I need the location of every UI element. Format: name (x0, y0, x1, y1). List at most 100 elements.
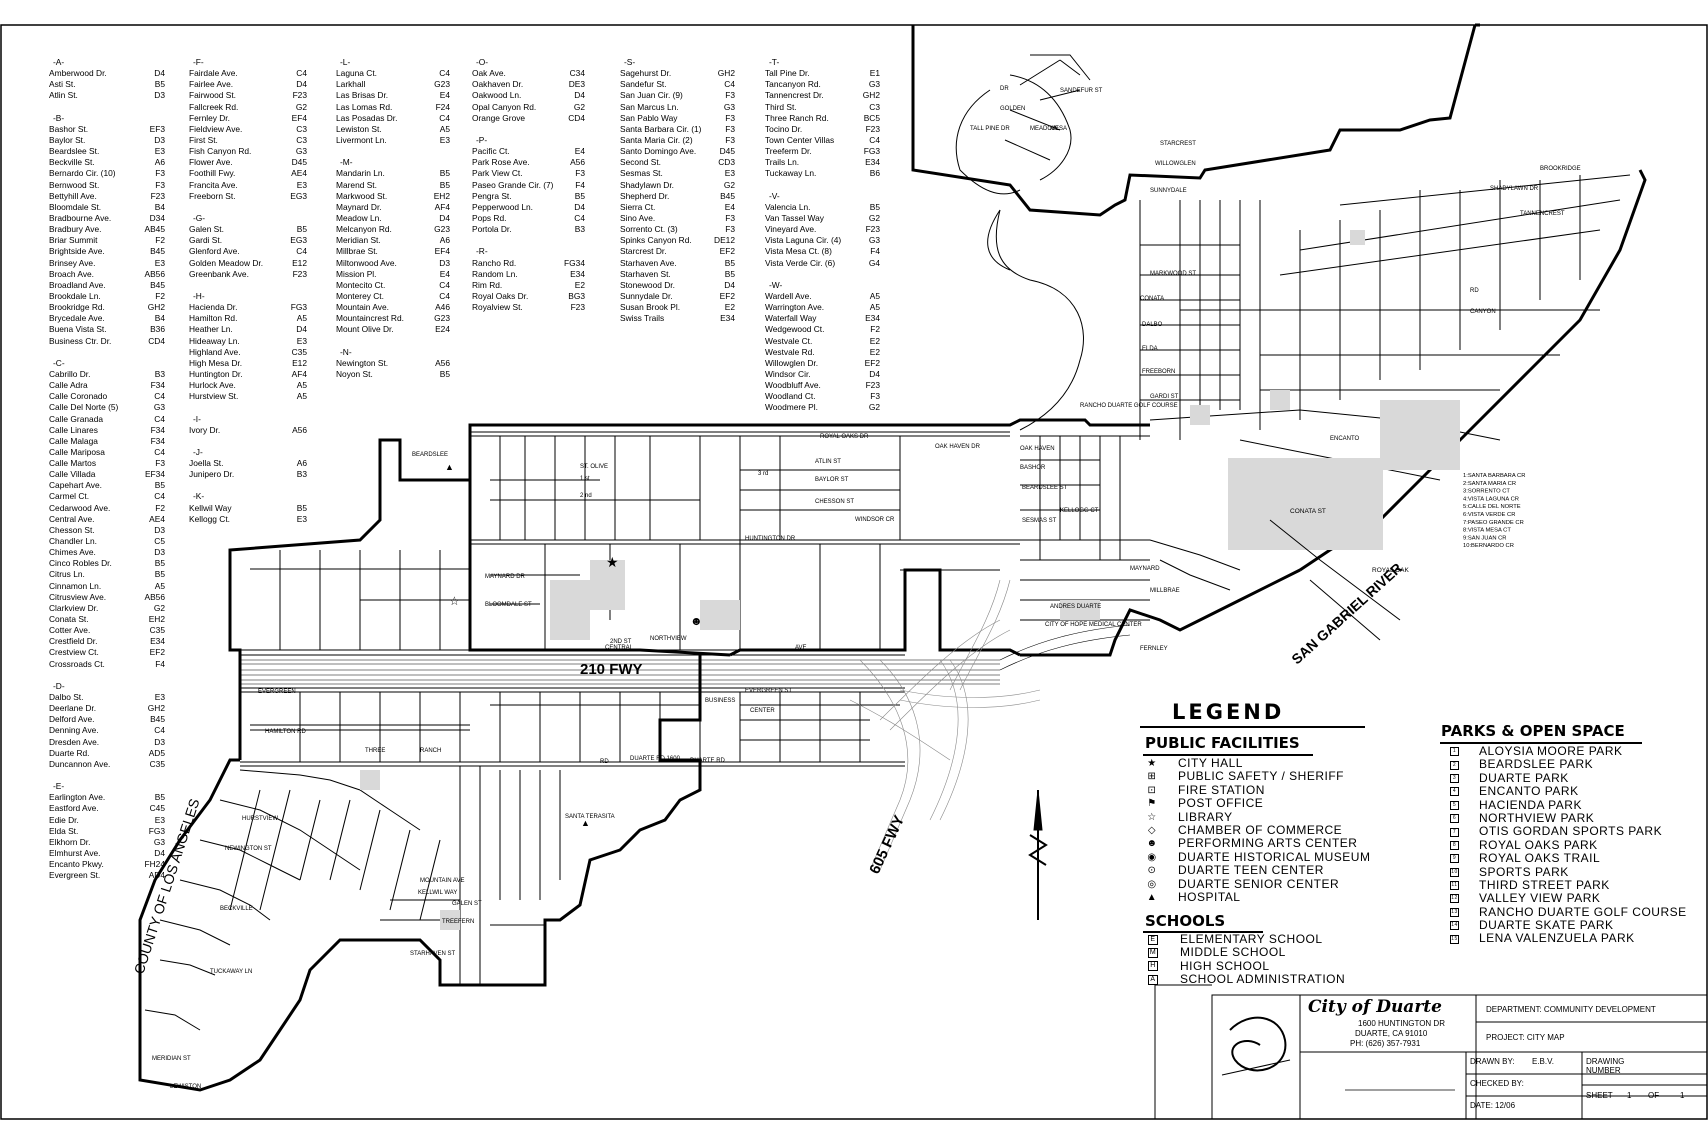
street-label: BLOOMDALE ST (485, 602, 532, 608)
street-name: Meridian St. (336, 235, 381, 246)
street-name: Clarkview Dr. (49, 602, 99, 613)
index-row: San Marcus Ln.G3 (620, 102, 735, 113)
index-row: Sagehurst Dr.GH2 (620, 68, 735, 79)
city-name: City of Duarte (1308, 997, 1442, 1017)
grid-reference: EF2 (719, 290, 735, 301)
index-row: Montecito Ct.C4 (336, 280, 450, 291)
grid-reference: F4 (870, 246, 880, 257)
index-row: Hurstview St. A5 (189, 391, 307, 402)
index-row: Sesmas St.E3 (620, 168, 735, 179)
index-row: Mountaincrest Rd.G23 (336, 313, 450, 324)
index-row: Monterey Ct.C4 (336, 291, 450, 302)
street-label: STARHAVEN ST (410, 951, 455, 957)
street-label: 2ND ST (610, 639, 632, 645)
commerce-icon: ◇ (1147, 824, 1157, 836)
index-row: Atlin St.D3 (49, 90, 165, 101)
index-row: Marend St.B5 (336, 180, 450, 191)
grid-reference: A46 (435, 302, 450, 313)
grid-reference: B4 (154, 313, 165, 324)
index-row: Elkhorn Dr.G3 (49, 837, 165, 848)
grid-reference: D4 (869, 368, 880, 379)
index-row: Windsor Cir.D4 (765, 369, 880, 380)
grid-reference: AF4 (291, 368, 307, 379)
foothill-trails (955, 54, 1091, 431)
index-row: Elda St.FG3 (49, 826, 165, 837)
grid-reference: D4 (296, 324, 307, 335)
street-name: Shadylawn Dr. (620, 179, 674, 190)
index-row: Bradbourne Ave.D34 (49, 213, 165, 224)
index-row: Pengra St.B5 (472, 191, 585, 202)
grid-reference: CD3 (718, 157, 735, 168)
street-name: Pops Rd. (472, 212, 507, 223)
senior-center-icon: ◎ (1147, 878, 1157, 890)
grid-reference: C4 (154, 391, 165, 402)
grid-reference: FG3 (290, 302, 307, 313)
shaded-areas (360, 230, 1460, 930)
legend-item-label: ROYAL OAKS PARK (1479, 837, 1598, 852)
grid-reference: E34 (720, 313, 735, 324)
index-row: Santa Barbara Cir. (1)F3 (620, 124, 735, 135)
grid-reference: A5 (296, 391, 307, 402)
index-letter-heading: -F- (193, 57, 204, 67)
grid-reference: E2 (869, 346, 880, 357)
street-label: WINDSOR CR (855, 517, 895, 523)
index-row: Fairdale Ave.C4 (189, 68, 307, 79)
street-name: Evergreen St. (49, 870, 101, 881)
index-row: Woodmere Pl.G2 (765, 402, 880, 413)
street-name: Golden Meadow Dr. (189, 257, 264, 268)
grid-reference: E3 (154, 814, 165, 825)
index-row: Second St.CD3 (620, 157, 735, 168)
street-name: Elmhurst Ave. (49, 847, 101, 858)
street-grid-east (1020, 174, 1631, 621)
grid-reference: G23 (434, 224, 450, 235)
grid-reference: E4 (439, 90, 450, 101)
index-row: Bernardo Cir. (10)F3 (49, 168, 165, 179)
index-row: Dresden Ave.D3 (49, 737, 165, 748)
street-name: Fish Canyon Rd. (189, 146, 252, 157)
street-name: San Juan Cir. (9) (620, 90, 683, 101)
grid-reference: FG3 (863, 146, 880, 157)
legend-item-label: ENCANTO PARK (1479, 784, 1579, 799)
street-name: Starhaven Ave. (620, 257, 677, 268)
index-row: Sino Ave.F3 (620, 213, 735, 224)
street-name: Fernley Dr. (189, 112, 230, 123)
street-label: MERIDIAN ST (152, 1056, 191, 1062)
street-name: Buena Vista St. (49, 324, 107, 335)
index-letter-heading: -N- (340, 346, 352, 357)
street-name: Hurstview St. (189, 391, 239, 402)
street-label: MILLBRAE (1150, 588, 1180, 594)
street-label: RD (1470, 288, 1479, 294)
street-name: Meadow Ln. (336, 212, 382, 223)
legend-item-label: DUARTE SKATE PARK (1479, 918, 1614, 933)
street-name: Mount Olive Dr. (336, 324, 394, 335)
street-name: Sunnydale Dr. (620, 290, 673, 301)
legend-item: ⚑POST OFFICE (1145, 796, 1370, 810)
street-name: Las Brisas Dr. (336, 90, 389, 101)
street-label: BROOKRIDGE (1540, 166, 1581, 172)
index-row: Santo Domingo Ave.D45 (620, 146, 735, 157)
grid-reference: E3 (296, 335, 307, 346)
key-list-item: 2:SANTA MARIA CR (1463, 481, 1516, 487)
legend-item-label: LENA VALENZUELA PARK (1479, 931, 1635, 946)
grid-reference: F2 (155, 235, 165, 246)
street-name: Sino Ave. (620, 212, 656, 223)
grid-reference: A56 (435, 357, 450, 368)
street-name: Mountain Ave. (336, 302, 389, 313)
middle-school-icon: M (1148, 948, 1158, 959)
street-name: Bernwood St. (49, 179, 100, 190)
grid-reference: B5 (439, 368, 450, 379)
grid-reference: E24 (435, 324, 450, 335)
street-name: Chandler Ln. (49, 536, 97, 547)
index-row: Noyon St.B5 (336, 369, 450, 380)
north-arrow (1028, 789, 1048, 920)
street-name: Valencia Ln. (765, 201, 811, 212)
grid-reference: G2 (573, 101, 585, 112)
grid-reference: C3 (869, 101, 880, 112)
index-row: Miltonwood Ave.D3 (336, 258, 450, 269)
street-name: Crestfield Dr. (49, 636, 98, 647)
